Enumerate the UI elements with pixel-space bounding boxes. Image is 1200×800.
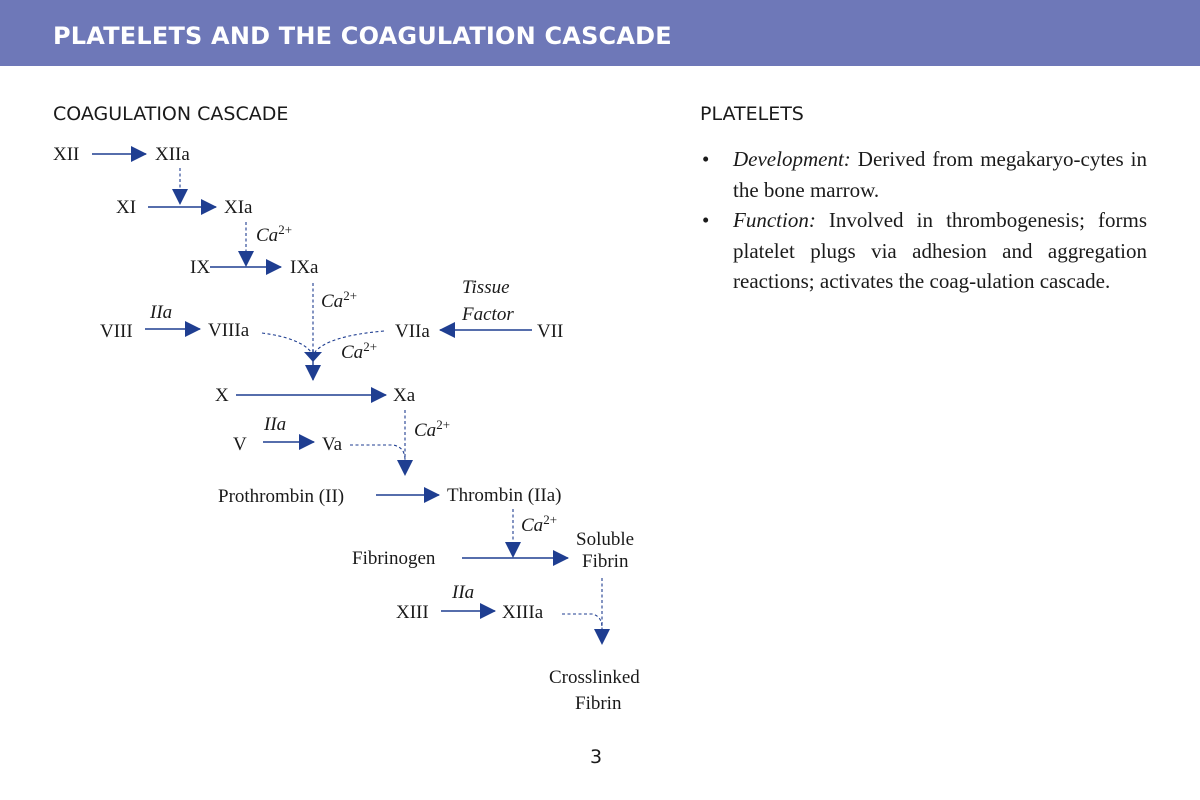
crosslinked-fibrin-line1: Crosslinked: [549, 667, 640, 688]
thrombin-cofactor-v: IIa: [263, 414, 286, 435]
factor-va: Va: [322, 434, 343, 455]
page-number: 3: [590, 746, 603, 768]
calcium-cofactor-2: Ca2+: [321, 288, 357, 312]
factor-viii: VIII: [100, 321, 133, 342]
factor-xii: XII: [53, 144, 79, 165]
tissue-factor-line1: Tissue: [462, 277, 510, 298]
coagulation-cascade-heading: COAGULATION CASCADE: [53, 103, 289, 125]
page-title: PLATELETS AND THE COAGULATION CASCADE: [53, 22, 672, 50]
platelets-list: • Development: Derived from megakaryo-cy…: [700, 144, 1147, 297]
factor-viia: VIIa: [395, 321, 430, 342]
tenase-junction-arrowhead: [304, 352, 322, 362]
factor-xiia: XIIa: [155, 144, 190, 165]
factor-xia: XIa: [224, 197, 253, 218]
bullet-text: Derived from megakaryo-cytes in the bone…: [733, 147, 1147, 202]
bullet-term: Function:: [733, 208, 816, 233]
platelets-heading: PLATELETS: [700, 103, 804, 125]
tissue-factor-line2: Factor: [461, 304, 514, 325]
factor-xiii: XIII: [396, 602, 429, 623]
activation-xiiia-on-fibrin: [562, 613, 603, 629]
calcium-cofactor-1: Ca2+: [256, 222, 292, 246]
activation-viia-on-x: [314, 330, 385, 353]
coagulation-cascade-diagram: XII XIIa XI XIa Ca2+ IX IXa Ca2+ IIa VII…: [53, 144, 640, 714]
soluble-fibrin-line2: Fibrin: [582, 551, 629, 572]
factor-x: X: [215, 385, 229, 406]
activation-viiia-on-x: [261, 332, 312, 353]
calcium-cofactor-3: Ca2+: [341, 339, 377, 363]
bullet-icon: •: [702, 208, 710, 233]
calcium-cofactor-5: Ca2+: [521, 512, 557, 536]
factor-ix: IX: [190, 257, 210, 278]
thrombin: Thrombin (IIa): [447, 485, 561, 506]
factor-ixa: IXa: [290, 257, 319, 278]
crosslinked-fibrin-line2: Fibrin: [575, 693, 622, 714]
calcium-cofactor-4: Ca2+: [414, 417, 450, 441]
thrombin-cofactor-viii: IIa: [149, 302, 172, 323]
page-header: PLATELETS AND THE COAGULATION CASCADE: [0, 0, 1200, 66]
factor-viiia: VIIIa: [208, 320, 250, 341]
prothrombin: Prothrombin (II): [218, 486, 344, 507]
bullet-text: Involved in thrombogenesis; forms platel…: [733, 208, 1147, 294]
factor-v: V: [233, 434, 247, 455]
thrombin-cofactor-xiii: IIa: [451, 582, 474, 603]
platelets-item-development: • Development: Derived from megakaryo-cy…: [700, 144, 1147, 205]
fibrinogen: Fibrinogen: [352, 548, 436, 569]
soluble-fibrin-line1: Soluble: [576, 529, 634, 550]
bullet-term: Development:: [733, 147, 851, 171]
activation-va-on-prothrombin: [350, 444, 406, 461]
factor-xa: Xa: [393, 385, 416, 406]
factor-vii: VII: [537, 321, 563, 342]
platelets-item-function: • Function: Involved in thrombogenesis; …: [700, 205, 1147, 297]
bullet-icon: •: [702, 147, 710, 171]
factor-xiiia: XIIIa: [502, 602, 544, 623]
factor-xi: XI: [116, 197, 136, 218]
